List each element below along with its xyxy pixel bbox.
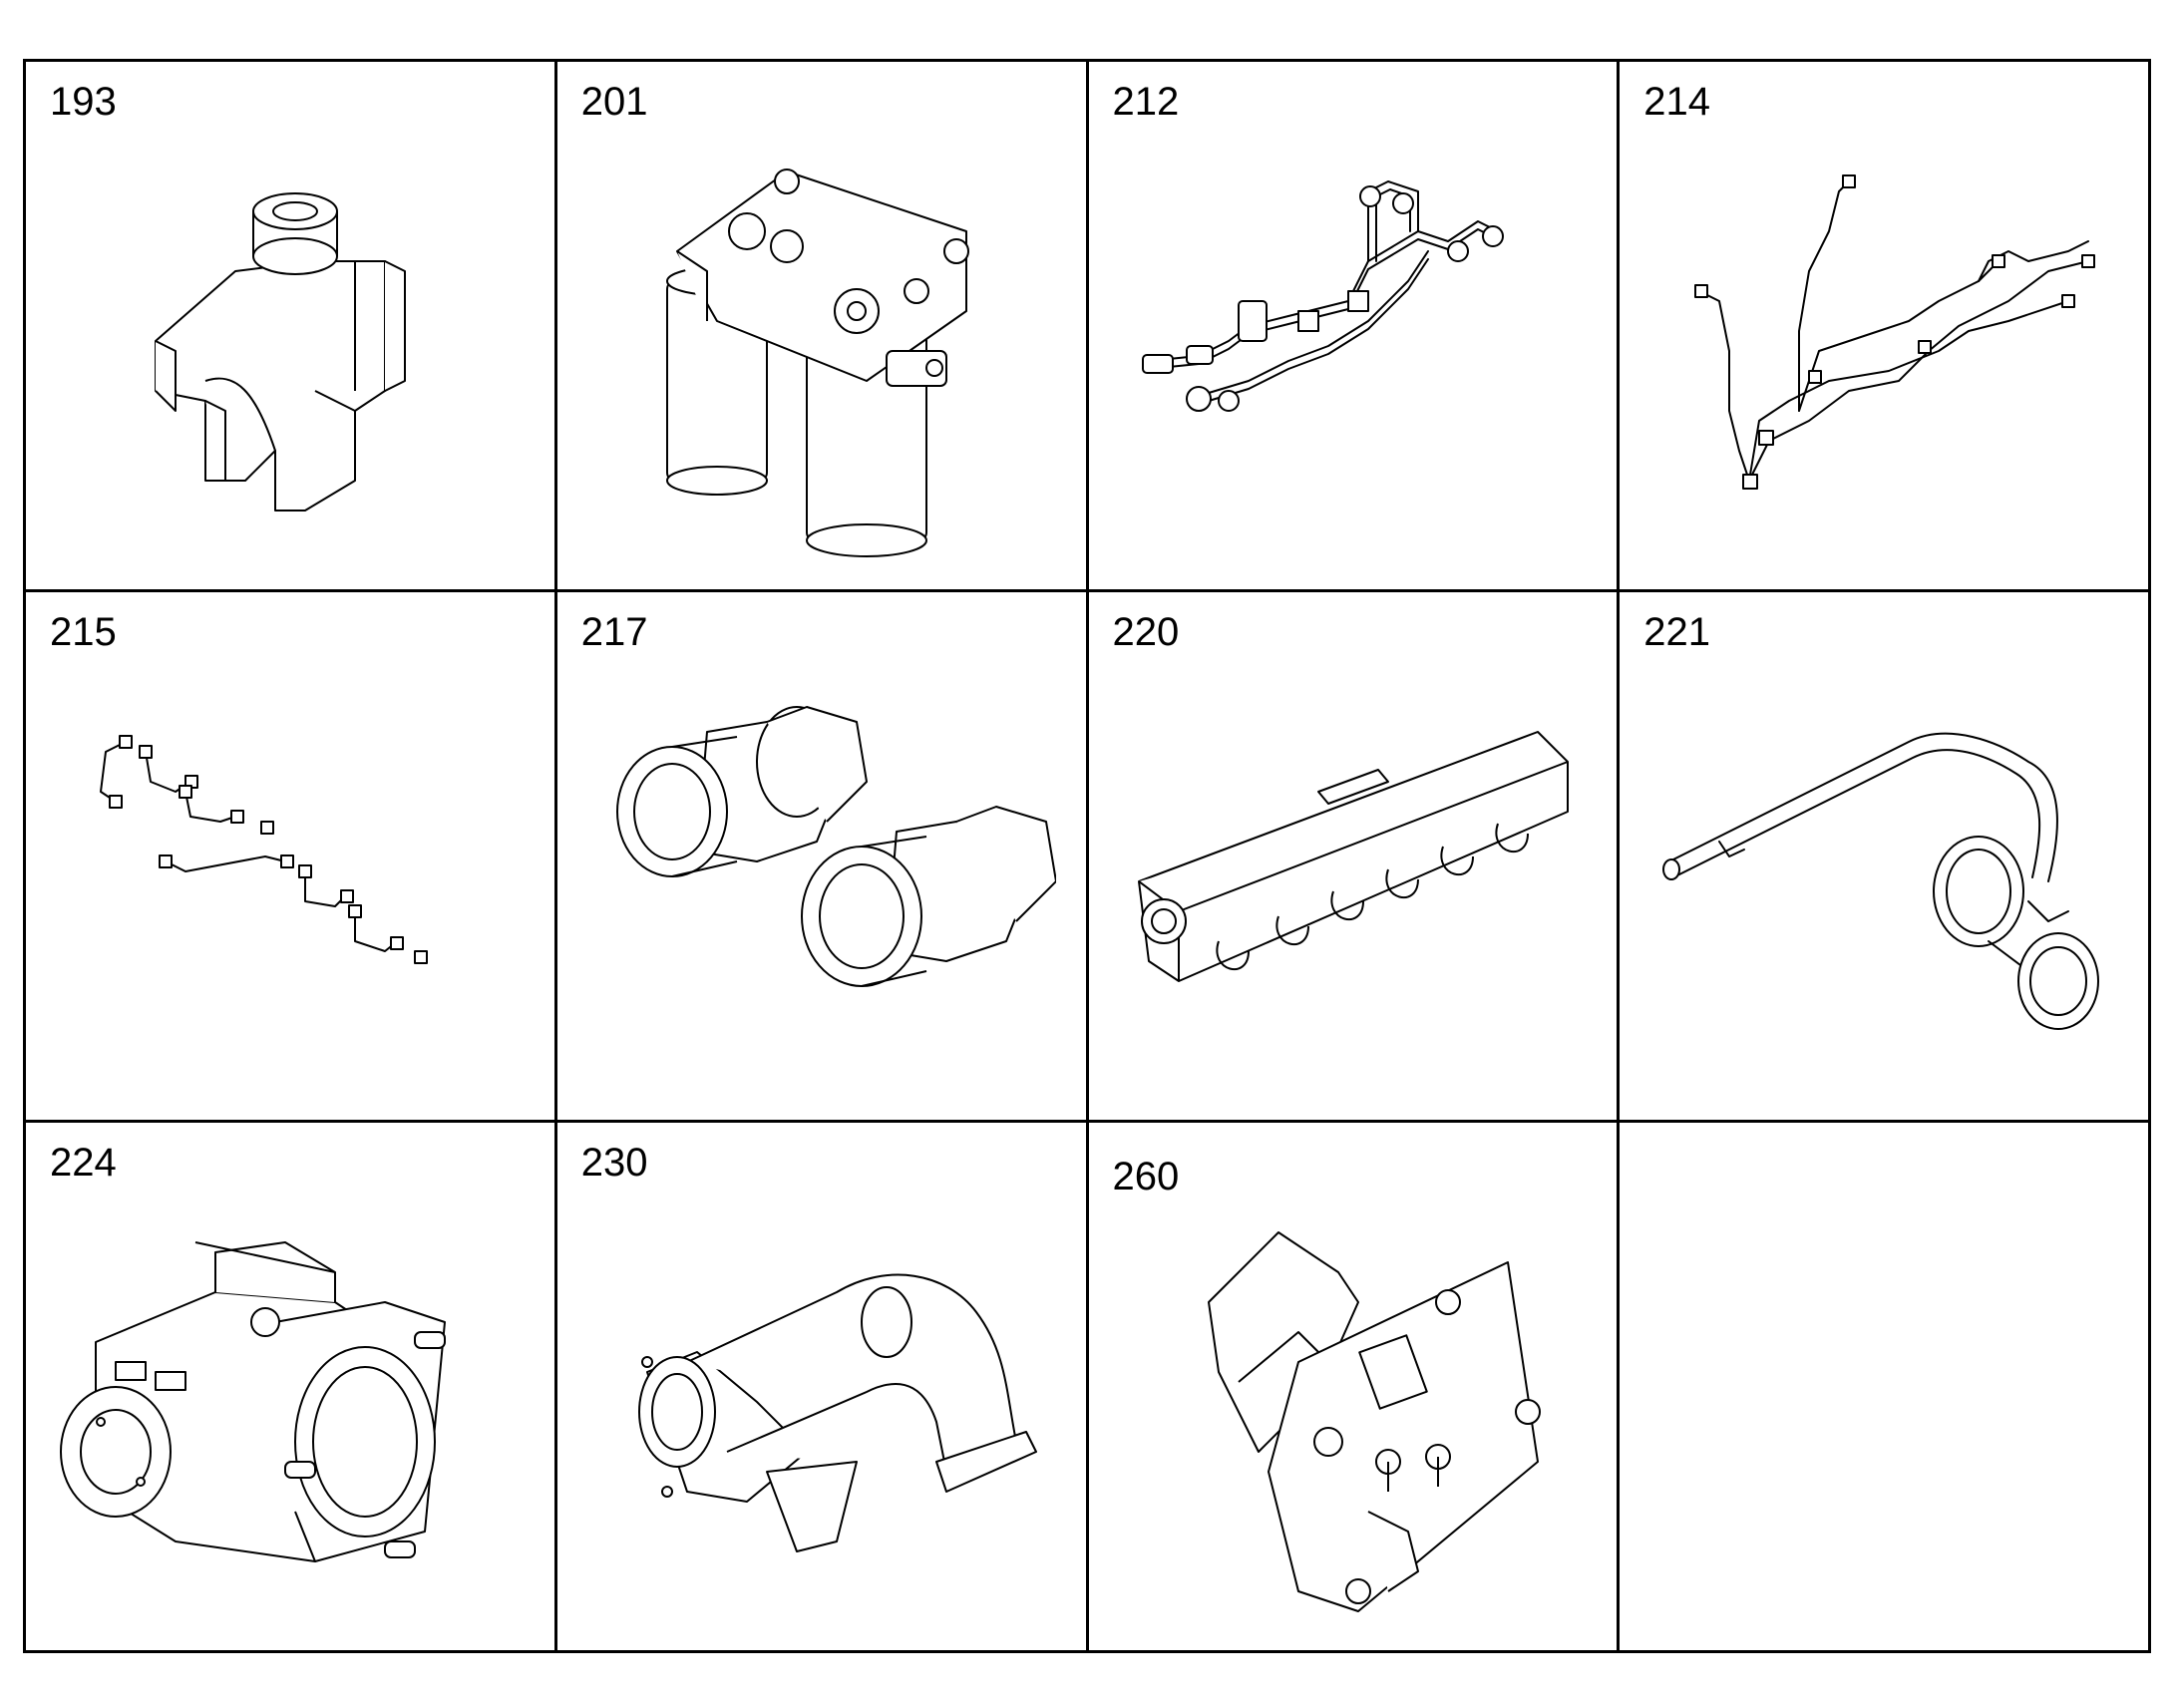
part-cell-230[interactable]: 230	[556, 1123, 1089, 1653]
part-cell-217[interactable]: 217	[556, 592, 1089, 1123]
throttle-body-icon	[56, 1212, 525, 1631]
part-cell-212[interactable]: 212	[1088, 62, 1621, 592]
part-cell-221[interactable]: 221	[1620, 592, 2151, 1123]
part-cell-260[interactable]: 260	[1088, 1123, 1621, 1653]
part-cell-215[interactable]: 215	[26, 592, 557, 1123]
part-cell-224[interactable]: 224	[26, 1123, 557, 1653]
intake-manifold-icon	[1119, 682, 1588, 1101]
shift-fork-icon	[56, 152, 525, 570]
fuel-rail-tubing-icon	[1119, 152, 1588, 570]
coolant-pipe-icon	[1649, 682, 2118, 1101]
part-number: 260	[1112, 1155, 1180, 1198]
parts-grid: 193 201	[23, 59, 2151, 1653]
fuel-filter-assembly-icon	[587, 152, 1056, 570]
part-number: 212	[1112, 80, 1180, 124]
part-cell-193[interactable]: 193	[26, 62, 557, 592]
empty-cell	[1620, 1123, 2151, 1653]
part-number: 224	[50, 1141, 117, 1185]
part-number: 201	[580, 80, 648, 124]
pipe-couplings-icon	[587, 682, 1056, 1101]
part-cell-201[interactable]: 201	[556, 62, 1089, 592]
part-number: 221	[1643, 610, 1710, 654]
part-cell-220[interactable]: 220	[1088, 592, 1621, 1123]
part-number: 220	[1112, 610, 1180, 654]
part-cell-214[interactable]: 214	[1620, 62, 2151, 592]
fuel-injection-lines-icon	[56, 682, 525, 1101]
part-number: 230	[580, 1141, 648, 1185]
part-number: 193	[50, 80, 117, 124]
wiring-harness-icon	[1649, 152, 2118, 570]
part-number: 214	[1643, 80, 1710, 124]
part-number: 215	[50, 610, 117, 654]
exhaust-elbow-icon	[587, 1212, 1056, 1631]
oil-cooler-icon	[1119, 1212, 1588, 1631]
part-number: 217	[580, 610, 648, 654]
